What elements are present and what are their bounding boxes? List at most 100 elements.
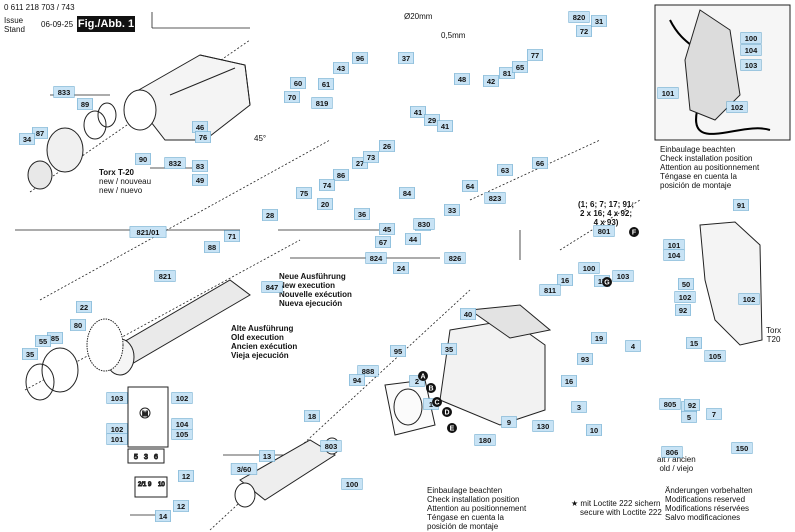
part-tag-label: 50 <box>682 280 690 289</box>
chuck-sleeve-shape <box>46 127 84 173</box>
part-tag-37: 37 <box>398 52 414 64</box>
part-tag-label: 104 <box>745 46 758 55</box>
part-tag-label: 80 <box>74 321 82 330</box>
part-tag-box <box>444 252 466 264</box>
part-tag-box <box>454 73 470 85</box>
part-tag-28: 28 <box>262 209 278 221</box>
part-tag-label: 71 <box>228 232 236 241</box>
part-tag-label: 130 <box>537 422 550 431</box>
part-tag-16: 16 <box>561 375 577 387</box>
part-tag-box <box>363 151 379 163</box>
part-tag-819: 819 <box>311 97 333 109</box>
part-tag-label: 89 <box>81 100 89 109</box>
part-tag-label: 85 <box>51 334 59 343</box>
part-tag-box <box>173 500 189 512</box>
part-tag-3: 3 <box>571 401 587 413</box>
washer-shape <box>25 363 55 401</box>
part-tag-833: 833 <box>53 86 75 98</box>
schematic-switch-label: 2/1 <box>138 482 147 488</box>
part-tag-box <box>675 304 691 316</box>
part-tag-72: 72 <box>576 25 592 37</box>
part-tag-box <box>379 223 395 235</box>
part-tag-label: 832 <box>169 159 182 168</box>
torx-right-note: Torx T20 <box>766 326 781 344</box>
part-tag-box <box>437 120 453 132</box>
part-tag-label: 28 <box>266 211 274 220</box>
part-tag-104: 104 <box>663 249 685 261</box>
part-tag-label: 7 <box>712 410 716 419</box>
install-note-line: Attention au positionnement <box>660 163 760 172</box>
part-tag-130: 130 <box>532 420 554 432</box>
schematic-motor-label: M <box>142 411 148 418</box>
part-tag-box <box>354 208 370 220</box>
part-tag-label: 44 <box>409 235 418 244</box>
part-tag-13: 13 <box>259 450 275 462</box>
part-tag-89: 89 <box>77 98 93 110</box>
part-tag-box <box>352 52 368 64</box>
letter-marker-f: F <box>629 227 639 237</box>
part-tag-102: 102 <box>674 291 696 303</box>
part-tag-label: 801 <box>598 227 611 236</box>
part-tag-45: 45 <box>379 223 395 235</box>
part-tag-label: 77 <box>531 51 539 60</box>
part-tag-box <box>261 281 283 293</box>
part-tag-label: 823 <box>489 194 502 203</box>
part-tag-box <box>410 106 426 118</box>
part-tag-label: 90 <box>139 155 147 164</box>
part-tag-label: 847 <box>266 283 279 292</box>
part-tag-box <box>319 179 335 191</box>
part-tag-61: 61 <box>318 78 334 90</box>
part-tag-box <box>19 133 35 145</box>
part-tag-84: 84 <box>399 187 415 199</box>
new-version-line: Nouvelle exécution <box>279 290 352 299</box>
part-tag-50: 50 <box>678 278 694 290</box>
gear-housing-detail <box>169 54 251 106</box>
part-tag-label: 819 <box>316 99 329 108</box>
part-tag-94: 94 <box>349 374 365 386</box>
part-tag-box <box>393 262 409 274</box>
old-version-line: Ancien exécution <box>231 342 298 351</box>
part-tag-33: 33 <box>444 204 460 216</box>
part-tag-103: 103 <box>740 59 762 71</box>
part-tag-box <box>576 25 592 37</box>
part-tag-label: 3 <box>577 403 581 412</box>
part-tag-label: 70 <box>288 93 296 102</box>
part-tag-label: 10 <box>590 426 598 435</box>
part-tag-label: 14 <box>159 512 168 521</box>
part-tag-box <box>532 420 554 432</box>
loctite-note: ★ mit Loctite 222 sichern secure with Lo… <box>571 499 662 517</box>
part-tag-label: 24 <box>397 264 406 273</box>
install-note-line: posición de montaje <box>660 181 732 190</box>
part-tag-label: 46 <box>196 123 204 132</box>
part-tag-box <box>740 32 762 44</box>
part-number: 0 611 218 703 / 743 <box>4 3 75 12</box>
modifications-line: Salvo modificaciones <box>665 513 741 522</box>
part-tag-2: 2 <box>409 375 425 387</box>
part-tag-60: 60 <box>290 77 306 89</box>
part-tag-803: 803 <box>320 440 342 452</box>
part-tag-box <box>333 169 349 181</box>
schematic-terminal-block <box>127 448 165 464</box>
part-tag-label: 95 <box>394 347 402 356</box>
letter-marker-label: B <box>428 386 433 393</box>
part-tag-label: 821/01 <box>137 228 160 237</box>
part-tag-box <box>686 337 702 349</box>
part-tag-label: 805 <box>664 400 677 409</box>
part-tag-label: 821 <box>159 272 172 281</box>
part-tag-26: 26 <box>379 140 395 152</box>
wiring-photo-housing <box>684 9 741 121</box>
part-tag-label: 75 <box>300 189 308 198</box>
part-tag-label: 105 <box>709 352 722 361</box>
new-version-line: Neue Ausführung <box>279 272 346 281</box>
schematic-motor-symbol <box>139 407 151 419</box>
part-tag-821-01: 821/01 <box>129 226 167 238</box>
part-tag-46: 46 <box>192 121 208 133</box>
part-tag-832: 832 <box>164 157 186 169</box>
torx-right-line: T20 <box>766 335 781 344</box>
part-tag-label: 103 <box>111 394 124 403</box>
part-tag-box <box>444 204 460 216</box>
part-tag-box <box>224 230 240 242</box>
part-tag-70: 70 <box>284 91 300 103</box>
part-tag-box <box>738 293 760 305</box>
torx-left-note: Torx T-20 new / nouveau new / nuevo <box>99 168 151 195</box>
